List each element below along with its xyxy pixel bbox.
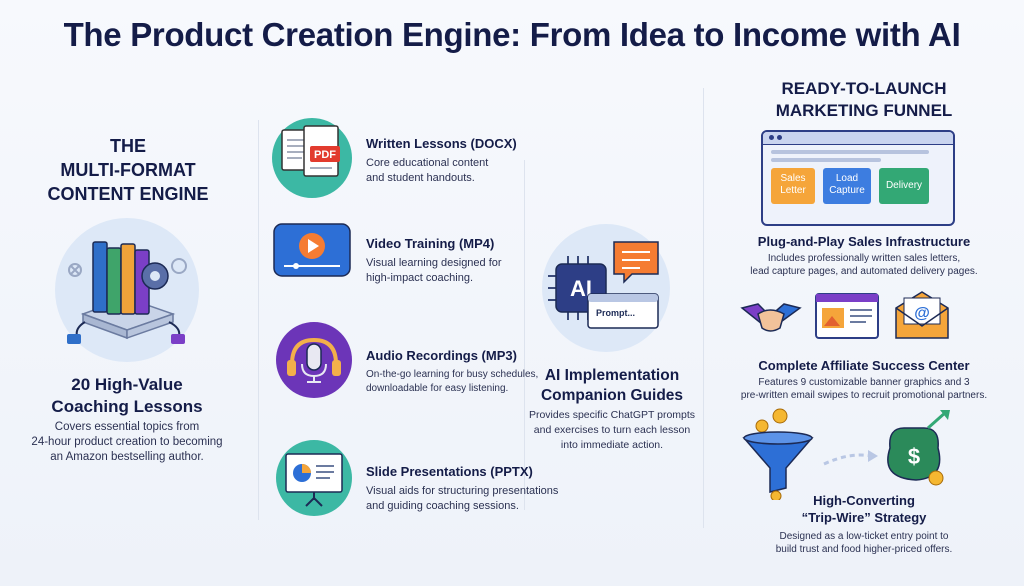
ai-guides-description: Provides specific ChatGPT prompts and ex…	[528, 409, 696, 451]
funnel-page-sales-letter: Sales Letter	[771, 168, 815, 204]
sales-infrastructure-title: Plug-and-Play Sales Infrastructure	[757, 234, 971, 249]
engine-heading: THE MULTI-FORMAT CONTENT ENGINE	[47, 136, 209, 204]
ai-guides-title: AI Implementation Companion Guides	[540, 367, 684, 404]
lessons-title: 20 High-Value Coaching Lessons	[51, 375, 203, 416]
microphone-icon	[287, 337, 341, 383]
svg-text:AI: AI	[570, 276, 592, 301]
format-desc-pptx: Visual aids for structuring presentation…	[366, 485, 559, 512]
format-title-mp3: Audio Recordings (MP3)	[366, 348, 517, 363]
lessons-description: Covers essential topics from 24-hour pro…	[31, 421, 223, 463]
handshake-icon	[740, 294, 802, 342]
funnel-coins-icon: $	[740, 408, 960, 500]
video-play-icon	[273, 223, 351, 277]
presentation-board-icon	[285, 453, 343, 507]
email-envelope-icon: @	[892, 288, 952, 342]
sales-infrastructure-desc: Includes professionally written sales le…	[750, 253, 978, 277]
divider-middle	[524, 160, 525, 510]
divider-left	[258, 120, 259, 520]
tripwire-title: High-Converting “Trip-Wire” Strategy	[801, 493, 927, 525]
engine-illustration	[55, 218, 199, 362]
banner-graphic-icon	[814, 292, 880, 340]
ai-chip-chat-icon: AI Prompt...	[548, 241, 659, 329]
svg-text:Prompt...: Prompt...	[596, 308, 635, 318]
format-desc-mp4: Visual learning designed for high-impact…	[366, 257, 502, 284]
ai-illustration: AI Prompt...	[542, 224, 670, 352]
divider-right	[703, 88, 704, 528]
format-desc-mp3: On-the-go learning for busy schedules, d…	[366, 369, 539, 394]
books-gear-icon	[67, 241, 187, 344]
funnel-heading: READY-TO-LAUNCH MARKETING FUNNEL	[775, 79, 953, 120]
format-title-docx: Written Lessons (DOCX)	[366, 136, 517, 151]
format-title-pptx: Slide Presentations (PPTX)	[366, 464, 533, 479]
format-icon-circle-pptx	[276, 440, 352, 516]
svg-text:PDF: PDF	[314, 149, 336, 161]
affiliate-center-desc: Features 9 customizable banner graphics …	[740, 377, 988, 401]
format-icon-circle-mp3	[276, 322, 352, 398]
svg-text:$: $	[908, 444, 920, 469]
funnel-browser-window: Sales Letter Load Capture Delivery	[761, 130, 955, 226]
format-desc-docx: Core educational content and student han…	[366, 157, 489, 184]
funnel-page-delivery: Delivery	[879, 168, 929, 204]
format-icon-video	[272, 222, 352, 282]
svg-text:@: @	[914, 305, 930, 322]
affiliate-center-title: Complete Affiliate Success Center	[758, 358, 970, 373]
page-title: The Product Creation Engine: From Idea t…	[63, 16, 961, 53]
funnel-page-load-capture: Load Capture	[823, 168, 871, 204]
document-pdf-icon: PDF	[281, 125, 340, 177]
format-title-mp4: Video Training (MP4)	[366, 236, 495, 251]
format-icon-circle-docx: PDF	[272, 118, 352, 198]
tripwire-desc: Designed as a low-ticket entry point to …	[775, 531, 953, 555]
